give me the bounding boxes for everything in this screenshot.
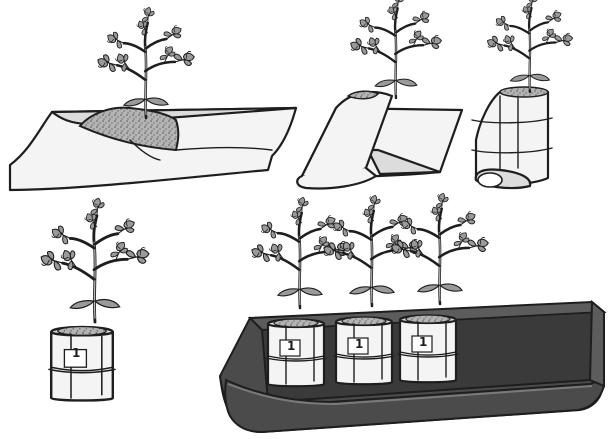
step-3-rolled-tube [472, 0, 574, 188]
step-2-newspaper-rolling [297, 0, 462, 188]
pot-label-text: 1 [72, 346, 80, 360]
step-5-tray-with-pots: 1 1 1 [220, 193, 604, 432]
step-4-labeled-pot: 1 [39, 197, 151, 400]
tray-pot-3-label: 1 [419, 335, 427, 349]
step-1-newspaper-with-soil [10, 7, 296, 190]
tray-pot-2-label: 1 [355, 337, 363, 351]
tray-pot-1-label: 1 [287, 339, 295, 353]
